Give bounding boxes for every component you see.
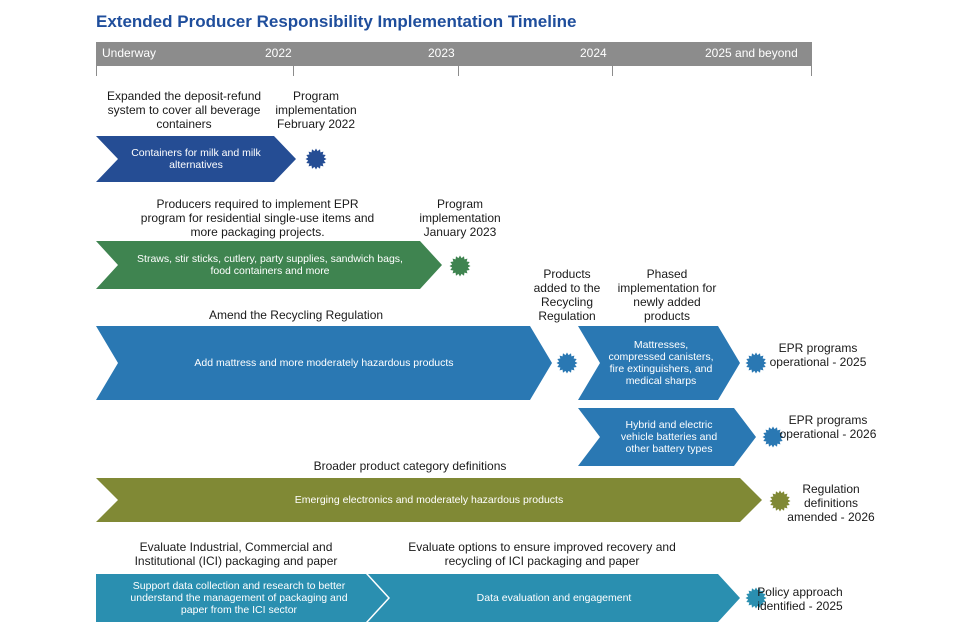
- row3-phased-label: Phased implementation for newly added pr…: [617, 267, 717, 323]
- timeline-tick: [96, 66, 97, 76]
- row5-arrow1-label: Support data collection and research to …: [130, 580, 348, 616]
- timeline-label-2023: 2023: [428, 46, 455, 60]
- timeline-label-2024: 2024: [580, 46, 607, 60]
- timeline-label-2022: 2022: [265, 46, 292, 60]
- row3-arrow: Add mattress and more moderately hazardo…: [96, 326, 552, 400]
- diagram-title: Extended Producer Responsibility Impleme…: [96, 12, 577, 31]
- timeline-label-2025-beyond: 2025 and beyond: [705, 46, 798, 60]
- milestone-burst-icon: [556, 352, 578, 374]
- row3-annotation: Amend the Recycling Regulation: [208, 308, 384, 322]
- milestone-burst-icon: [745, 587, 767, 609]
- row3-sub2-arrow: Hybrid and electric vehicle batteries an…: [578, 408, 756, 466]
- milestone-burst-icon: [769, 490, 791, 512]
- milestone-burst-icon: [449, 255, 471, 277]
- row3-sub1-arrow: Mattresses, compressed canisters, fire e…: [578, 326, 740, 400]
- row4-arrow: Emerging electronics and moderately haza…: [96, 478, 762, 522]
- milestone-burst-icon: [762, 426, 784, 448]
- row2-milestone-label: Program implementation January 2023: [419, 197, 501, 239]
- timeline-tick: [811, 66, 812, 76]
- row2-arrow: Straws, stir sticks, cutlery, party supp…: [96, 241, 442, 289]
- row4-arrow-label: Emerging electronics and moderately haza…: [294, 494, 564, 506]
- timeline-bar: [96, 42, 812, 66]
- row5-arrow1: Support data collection and research to …: [96, 574, 388, 622]
- row5-annotation1: Evaluate Industrial, Commercial and Inst…: [134, 540, 338, 568]
- row2-arrow-label: Straws, stir sticks, cutlery, party supp…: [137, 253, 403, 277]
- row3-sub1-milestone-label: EPR programs operational - 2025: [769, 341, 867, 369]
- row3-sub2-milestone-label: EPR programs operational - 2026: [779, 413, 877, 441]
- timeline-tick: [458, 66, 459, 76]
- row3-sub2-arrow-label: Hybrid and electric vehicle batteries an…: [620, 419, 718, 455]
- timeline-tick: [612, 66, 613, 76]
- milestone-burst-icon: [305, 148, 327, 170]
- row1-arrow-label: Containers for milk and milk alternative…: [131, 147, 261, 171]
- milestone-burst-icon: [745, 352, 767, 374]
- row5-arrow2: Data evaluation and engagement: [368, 574, 740, 622]
- row4-annotation: Broader product category definitions: [313, 459, 507, 473]
- row1-annotation: Expanded the deposit-refund system to co…: [106, 89, 262, 131]
- row3-arrow-label: Add mattress and more moderately hazardo…: [194, 357, 454, 369]
- row3-sub1-arrow-label: Mattresses, compressed canisters, fire e…: [608, 339, 714, 387]
- timeline-tick: [293, 66, 294, 76]
- timeline-label-underway: Underway: [102, 46, 157, 60]
- row5-annotation2: Evaluate options to ensure improved reco…: [408, 540, 676, 568]
- row2-annotation: Producers required to implement EPR prog…: [140, 197, 375, 239]
- row1-milestone-label: Program implementation February 2022: [275, 89, 357, 131]
- row4-milestone-label: Regulation definitions amended - 2026: [787, 482, 875, 524]
- row1-arrow: Containers for milk and milk alternative…: [96, 136, 296, 182]
- row5-arrow2-label: Data evaluation and engagement: [476, 592, 632, 604]
- row3-milestone-label: Products added to the Recycling Regulati…: [533, 267, 601, 323]
- row5-milestone-label: Policy approach identified - 2025: [757, 585, 843, 613]
